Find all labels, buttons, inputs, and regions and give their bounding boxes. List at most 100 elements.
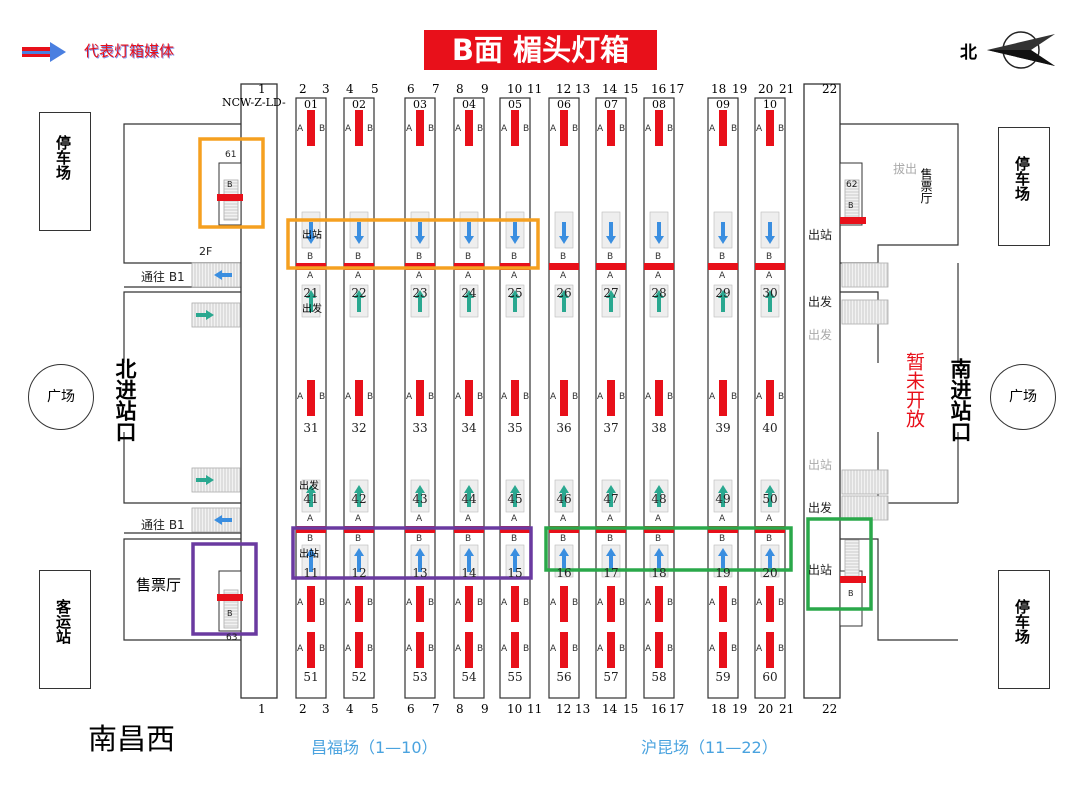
platform-06-num-a: 26 — [556, 286, 572, 300]
platform-01-exit-label: 出站 — [302, 230, 322, 241]
platform-06-b2-lightbox — [560, 632, 568, 668]
platform-02-lower-a-label: A — [355, 514, 362, 524]
platform-05-b1-a-label: A — [501, 598, 508, 608]
right-concourse — [803, 83, 841, 699]
platform-06-b2-a-label: A — [550, 644, 557, 654]
track-num-top-19: 19 — [732, 82, 748, 96]
platform-01-depart2-label: 出发 — [299, 481, 319, 492]
platform-06-mid-lightbox — [560, 380, 568, 416]
platform-09-b1-b-label: B — [731, 598, 738, 608]
platform-07-b1-a-label: A — [597, 598, 604, 608]
platform-10-top-lightbox — [766, 110, 774, 146]
highlight-exit-upper — [286, 218, 540, 270]
platform-03-mid-b-label: B — [428, 392, 435, 402]
platform-03-b2-b-label: B — [428, 644, 435, 654]
platform-09-num-c: 49 — [715, 492, 731, 506]
platform-05-code: 05 — [508, 98, 522, 111]
platform-10-num-b: 40 — [762, 421, 778, 435]
platform-09-upper-lightbox — [708, 263, 738, 270]
platform-06-code: 06 — [557, 98, 571, 111]
right-stair-2 — [841, 299, 889, 325]
platform-01-depart-label: 出发 — [302, 304, 322, 315]
platform-06-depart-arrow-icon — [559, 290, 569, 312]
platform-08-b2-a-label: A — [645, 644, 652, 654]
platform-02-exit2-arrow-icon — [354, 548, 364, 572]
track-num-top-17: 17 — [669, 82, 685, 96]
platform-08-exit-arrow-icon — [654, 222, 664, 244]
platform-05-top-a-label: A — [501, 124, 508, 134]
highlight-exit-lower-left — [291, 526, 533, 580]
platform-07-num-a: 27 — [603, 286, 619, 300]
platform-09-mid-lightbox — [719, 380, 727, 416]
legend-arrow-icon — [22, 42, 66, 62]
north-parking-label: 停车场 — [54, 135, 72, 180]
platform-01-exit-arrow-icon — [306, 222, 316, 244]
track-num-bottom-4: 4 — [346, 702, 354, 716]
platform-05-num-a: 25 — [507, 286, 523, 300]
platform-09-lower-b-label: B — [719, 534, 726, 544]
platform-08-b1-b-label: B — [667, 598, 674, 608]
track-num-bottom-1: 1 — [258, 702, 266, 716]
platform-04-b1-lightbox — [465, 586, 473, 622]
track-num-top-21: 21 — [779, 82, 795, 96]
platform-02-b2-a-label: A — [345, 644, 352, 654]
platform-02-exit-arrow-icon — [354, 222, 364, 244]
platform-10-num-c: 50 — [762, 492, 778, 506]
platform-06-num-c: 46 — [556, 492, 572, 506]
platform-08-mid-a-label: A — [645, 392, 652, 402]
highlight-exit-lower-right — [544, 526, 793, 572]
platform-03-lower-a-label: A — [416, 514, 423, 524]
platform-09-num-a: 29 — [715, 286, 731, 300]
track-num-bottom-9: 9 — [481, 702, 489, 716]
platform-10-mid-lightbox — [766, 380, 774, 416]
track-num-bottom-3: 3 — [322, 702, 330, 716]
platform-07-lower-b-label: B — [607, 534, 614, 544]
platform-05-mid-a-label: A — [501, 392, 508, 402]
platform-01-depart2-arrow-icon — [306, 485, 316, 507]
platform-09-num-b: 39 — [715, 421, 731, 435]
platform-02-b2-b-label: B — [367, 644, 374, 654]
platform-04-exit2-arrow-icon — [464, 548, 474, 572]
track-num-bottom-11: 11 — [527, 702, 543, 716]
right-depart-label: 出发 — [808, 295, 833, 309]
track-num-bottom-20: 20 — [758, 702, 774, 716]
track-num-top-18: 18 — [711, 82, 727, 96]
platform-04-top-lightbox — [465, 110, 473, 146]
platform-01-lower-a-label: A — [307, 514, 314, 524]
platform-07-code: 07 — [604, 98, 618, 111]
platform-01-mid-lightbox — [307, 380, 315, 416]
track-num-bottom-13: 13 — [575, 702, 591, 716]
platform-07-exit2-arrow-icon — [606, 548, 616, 572]
platform-07-depart2-arrow-icon — [606, 485, 616, 507]
platform-09-code: 09 — [716, 98, 730, 111]
yard-2-label: 沪昆场（11—22） — [641, 738, 778, 757]
platform-04-lower-b-label: B — [465, 534, 472, 544]
box-61-label: 61 — [225, 150, 237, 160]
platform-04-mid-lightbox — [465, 380, 473, 416]
platform-07-num-b: 37 — [603, 421, 619, 435]
platform-07-upper-b-label: B — [607, 252, 614, 262]
platform-09-top-a-label: A — [709, 124, 716, 134]
platform-06-exit-arrow-icon — [559, 222, 569, 244]
highlight-box-61 — [198, 137, 265, 229]
platform-03-upper-b-label: B — [416, 252, 423, 262]
platform-03-b1-b-label: B — [428, 598, 435, 608]
platform-06-exit2-arrow-icon — [559, 548, 569, 572]
platform-06-mid-b-label: B — [572, 392, 579, 402]
platform-10-b1-lightbox — [766, 586, 774, 622]
box-62-b-label: B — [848, 201, 854, 210]
platform-05-num-d: 15 — [507, 566, 523, 580]
platform-04-upper-a-label: A — [465, 271, 472, 281]
platform-06-lower-a-label: A — [560, 514, 567, 524]
platform-01-top-lightbox — [307, 110, 315, 146]
platform-06-b1-a-label: A — [550, 598, 557, 608]
platform-06-top-a-label: A — [550, 124, 557, 134]
track-num-bottom-5: 5 — [371, 702, 379, 716]
left-wall-a — [123, 291, 241, 363]
platform-09-b2-lightbox — [719, 632, 727, 668]
platform-08-lower-a-label: A — [655, 514, 662, 524]
ticket-hall-label: 售票厅 — [136, 576, 182, 594]
platform-10-upper-lightbox — [755, 263, 785, 270]
platform-07-depart-arrow-icon — [606, 290, 616, 312]
north-plaza: 广场 — [28, 364, 94, 430]
